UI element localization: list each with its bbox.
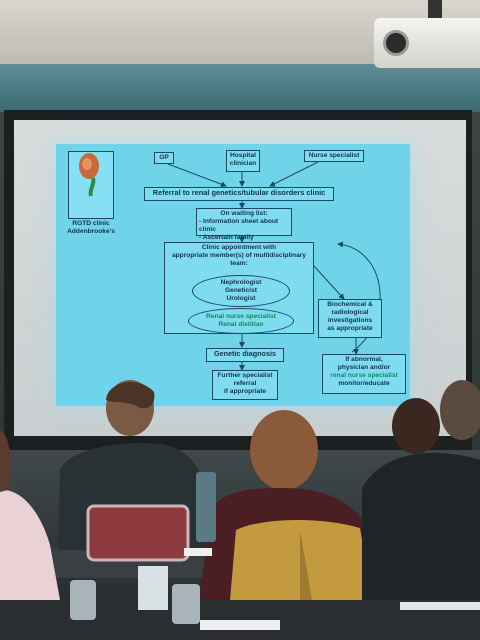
biochemical-investigations-box: Biochemical & radiological investigation… [318,299,382,338]
bottle [196,472,216,542]
referral-box: Referral to renal genetics/tubular disor… [144,187,334,201]
further-line-1: Further specialist [217,372,273,379]
abnormal-line-1: If abnormal, [345,356,383,363]
projected-slide: RGTD clinic Addenbrooke's GP Hospital cl… [56,144,410,406]
referral-label: Referral to renal genetics/tubular disor… [152,188,326,197]
abnormal-line-4: monitor/educate [338,379,390,387]
team-renal-nurse: Renal nurse specialist [206,312,276,320]
kidney-icon [79,153,99,197]
name-card [138,566,168,610]
audience-scene [0,380,480,640]
further-line-3: if appropriate [223,387,267,395]
appointment-line-1: Clinic appointment with [201,244,277,251]
kidney-caption: RGTD clinic Addenbrooke's [60,220,122,236]
medical-team-ellipse: Nephrologist Geneticist Urologist [192,275,290,307]
referrer-nurse-label: Nurse specialist [308,152,360,159]
audience-member-curly-hair [250,410,318,490]
paper-notes-right [400,602,480,610]
kidney-illustration [68,151,114,219]
team-nephrologist: Nephrologist [220,278,262,286]
biochem-line-3: investigations [327,316,373,324]
further-referral-box: Further specialist referral if appropria… [212,370,278,400]
referrer-gp: GP [154,152,174,164]
genetic-diagnosis-box: Genetic diagnosis [206,348,284,362]
water-glass [70,580,96,620]
water-glass-2 [172,584,200,624]
monitor-educate-box: If abnormal, physician and/or renal nurs… [322,354,406,394]
waiting-list-box: On waiting list: - Information sheet abo… [196,208,292,249]
appointment-line-2: appropriate member(s) of multidisciplina… [171,251,307,259]
flowchart-arrows [167,161,381,371]
team-urologist: Urologist [226,295,256,303]
biochem-line-1: Biochemical & [327,301,373,308]
kidney-caption-line-1: RGTD clinic [72,220,110,227]
waiting-list-item-1: - Information sheet about clinic [199,217,279,233]
appointment-line-3: team: [230,259,248,267]
audience-member-left [0,489,60,600]
ceiling-bulkhead [0,64,480,112]
renal-team-ellipse: Renal nurse specialist Renal dietitian [188,308,294,334]
genetic-diagnosis-label: Genetic diagnosis [214,349,276,358]
biochem-line-2: radiological [331,308,369,316]
projector-lens [383,30,409,56]
abnormal-line-3: renal nurse specialist [330,371,398,379]
paper-notes [200,620,280,630]
waiting-list-title: On waiting list: [220,210,268,217]
referrer-hospital-line-1: Hospital [229,152,256,159]
biochem-line-4: as appropriate [327,324,373,332]
further-line-2: referral [233,379,257,387]
referrer-gp-label: GP [159,154,169,161]
projector-mount [428,0,442,22]
chair-red [86,504,190,562]
referrer-hospital-clinician: Hospital clinician [226,150,260,172]
kidney-caption-line-2: Addenbrooke's [67,227,115,235]
referrer-hospital-line-2: clinician [229,159,257,167]
audience-member-right-head [392,398,440,454]
team-renal-dietitian: Renal dietitian [218,321,264,328]
audience-member-right [362,452,480,600]
team-geneticist: Geneticist [225,286,257,294]
referrer-nurse-specialist: Nurse specialist [304,150,364,162]
abnormal-line-2: physician and/or [337,363,391,371]
